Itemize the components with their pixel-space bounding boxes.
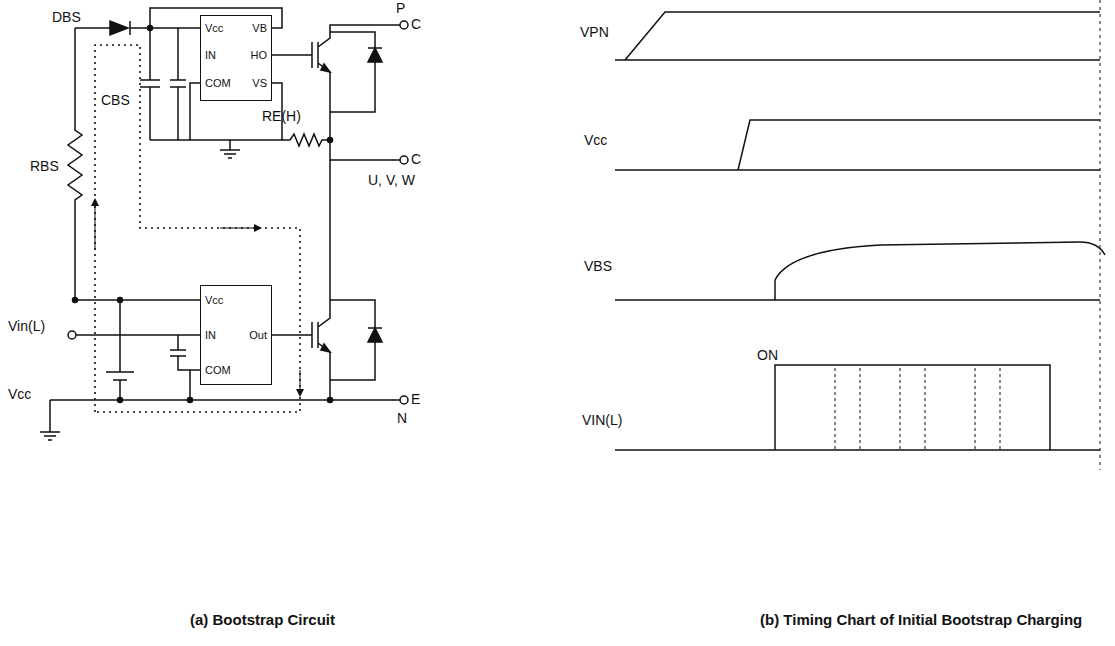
vbs-trace [615, 242, 1105, 300]
caption-label: (b) Timing Chart of Initial Bootstrap Ch… [760, 612, 1082, 628]
signal-label: CBS [101, 92, 130, 108]
diode-upper [368, 48, 382, 62]
signal-label: VPN [580, 24, 609, 40]
ground-symbol [220, 140, 240, 158]
igbt-upper [272, 25, 400, 160]
pin-name: IN [205, 329, 216, 341]
battery-vcc [106, 300, 134, 400]
path-arrow [95, 200, 96, 250]
signal-label: C [411, 151, 421, 167]
terminal [400, 21, 408, 29]
signal-label: U, V, W [368, 172, 415, 188]
pin-name: Vcc [205, 294, 223, 306]
terminal [400, 396, 408, 404]
signal-label: VBS [584, 258, 612, 274]
time-marker [1100, 0, 1101, 470]
diode-bar [129, 21, 131, 35]
pin-name: VB [252, 22, 267, 34]
pin-name: HO [251, 49, 268, 61]
signal-label: VIN(L) [582, 412, 622, 428]
pin-name: Vcc [205, 22, 223, 34]
pin-name: COM [205, 77, 231, 89]
signal-label: E [411, 391, 420, 407]
capacitor [170, 28, 186, 140]
signal-label: P [396, 0, 405, 16]
signal-label: N [397, 410, 407, 426]
vcc-trace [615, 120, 1100, 170]
vin-wire [76, 334, 200, 336]
path-arrow [220, 228, 260, 229]
signal-label: Vcc [584, 132, 607, 148]
igbt-lower [272, 160, 330, 400]
vin-trace [615, 365, 1100, 450]
capacitor-cbs [140, 28, 160, 140]
driver-ic: VccIN OutCOM [200, 285, 272, 385]
diode-dbs [110, 21, 128, 35]
capacitor-in [170, 335, 200, 400]
emitter-arrow [321, 344, 330, 352]
ground-bus [40, 400, 400, 440]
resistor-rbs [68, 28, 200, 300]
driver-ic: Vcc VB IN HO COM VS [200, 15, 272, 101]
caption-label: (a) Bootstrap Circuit [190, 612, 335, 628]
pin-name: COM [205, 364, 231, 376]
diode-lower [368, 328, 382, 342]
resistor-re [290, 134, 330, 146]
vpn-trace [615, 12, 1100, 60]
signal-label: Vcc [8, 386, 31, 402]
terminal [68, 331, 76, 339]
signal-label: ON [757, 347, 778, 363]
pin-name: IN [205, 49, 216, 61]
pwm-marks [835, 368, 1000, 450]
vcc-wire [75, 27, 200, 29]
signal-label: Vin(L) [8, 318, 45, 334]
terminal [400, 156, 408, 164]
pin-name: VS [252, 77, 267, 89]
path-arrow [300, 370, 301, 395]
signal-label: DBS [52, 9, 81, 25]
signal-label: RBS [30, 158, 59, 174]
diode-wire [330, 32, 375, 112]
pin-name: Out [249, 329, 267, 341]
emitter-arrow [321, 64, 330, 72]
signal-label: C [411, 16, 421, 32]
signal-label: RE(H) [262, 108, 301, 124]
